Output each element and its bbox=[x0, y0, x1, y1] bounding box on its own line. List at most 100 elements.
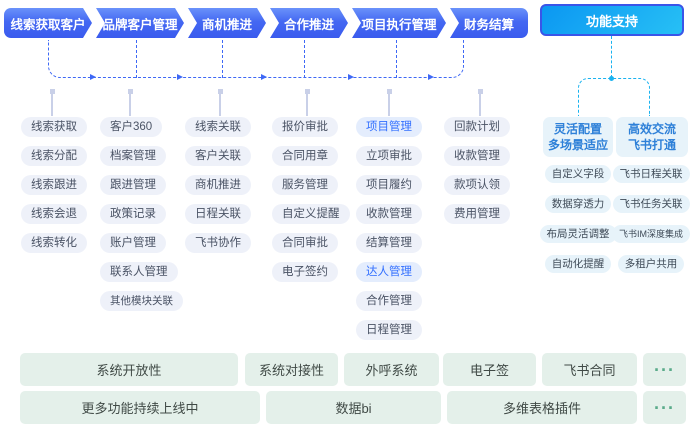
feature-pill[interactable]: 合作管理 bbox=[356, 291, 422, 311]
capability-bar[interactable]: 系统对接性 bbox=[245, 353, 338, 386]
feature-pill[interactable]: 客户360 bbox=[100, 117, 163, 137]
stage-label: 财务结算 bbox=[463, 17, 514, 32]
column-drop-line bbox=[51, 94, 53, 116]
feature-pill[interactable]: 合同审批 bbox=[272, 233, 338, 253]
feature-pill[interactable]: 合同用章 bbox=[272, 146, 338, 166]
column-drop-cap bbox=[387, 89, 392, 94]
feature-pill[interactable]: 日程关联 bbox=[185, 204, 251, 224]
support-bus-line bbox=[578, 78, 650, 116]
support-pill[interactable]: 飞书IM深度集成 bbox=[612, 225, 690, 243]
feature-column-5: 项目管理立项审批项目履约收款管理结算管理达人管理合作管理日程管理 bbox=[356, 117, 422, 340]
feature-pill[interactable]: 跟进管理 bbox=[100, 175, 166, 195]
capability-bar[interactable]: 系统开放性 bbox=[20, 353, 238, 386]
support-button[interactable]: 功能支持 bbox=[540, 4, 684, 36]
feature-column-2: 客户360 档案管理跟进管理政策记录账户管理联系人管理其他模块关联 bbox=[100, 117, 183, 311]
stage-2[interactable]: 品牌客户管理 bbox=[96, 8, 184, 38]
feature-pill[interactable]: 项目履约 bbox=[356, 175, 422, 195]
feature-pill[interactable]: 线索获取 bbox=[21, 117, 87, 137]
feature-pill[interactable]: 达人管理 bbox=[356, 262, 422, 282]
feature-pill[interactable]: 回款计划 bbox=[444, 117, 510, 137]
flow-arrow-icon bbox=[261, 74, 267, 80]
support-group-title-line2: 飞书打通 bbox=[627, 138, 676, 152]
support-pill[interactable]: 自定义字段 bbox=[544, 165, 612, 183]
flow-arrow-icon bbox=[428, 74, 434, 80]
feature-pill[interactable]: 自定义提醒 bbox=[272, 204, 350, 224]
column-drop-line bbox=[219, 94, 221, 116]
capability-bar[interactable]: 更多功能持续上线中 bbox=[20, 391, 260, 424]
feature-pill[interactable]: 线索关联 bbox=[185, 117, 251, 137]
support-pill[interactable]: 布局灵活调整 bbox=[539, 225, 617, 243]
stage-4[interactable]: 合作推进 bbox=[270, 8, 348, 38]
feature-pill[interactable]: 费用管理 bbox=[444, 204, 510, 224]
feature-pill[interactable]: 线索跟进 bbox=[21, 175, 87, 195]
support-group-title-line2: 多场景适应 bbox=[547, 138, 608, 152]
column-drop-cap bbox=[50, 89, 55, 94]
support-pill-column-2: 飞书日程关联飞书任务关联飞书IM深度集成多租户共用 bbox=[612, 165, 690, 273]
support-pill[interactable]: 飞书任务关联 bbox=[612, 195, 690, 213]
feature-pill[interactable]: 立项审批 bbox=[356, 146, 422, 166]
feature-pill[interactable]: 日程管理 bbox=[356, 320, 422, 340]
column-drop-line bbox=[388, 94, 390, 116]
support-junction-dot bbox=[609, 76, 614, 81]
feature-pill[interactable]: 联系人管理 bbox=[100, 262, 178, 282]
stage-3[interactable]: 商机推进 bbox=[188, 8, 266, 38]
column-drop-cap bbox=[128, 89, 133, 94]
stage-label: 线索获取客户 bbox=[10, 17, 86, 32]
feature-pill[interactable]: 商机推进 bbox=[185, 175, 251, 195]
stage-5[interactable]: 项目执行管理 bbox=[352, 8, 446, 38]
feature-pill[interactable]: 线索分配 bbox=[21, 146, 87, 166]
capability-bar[interactable]: 数据bi bbox=[266, 391, 441, 424]
feature-pill[interactable]: 报价审批 bbox=[272, 117, 338, 137]
feature-pill[interactable]: 飞书协作 bbox=[185, 233, 251, 253]
feature-column-4: 报价审批合同用章服务管理自定义提醒合同审批电子签约 bbox=[272, 117, 350, 282]
stage-label: 商机推进 bbox=[201, 17, 252, 32]
feature-pill[interactable]: 其他模块关联 bbox=[100, 291, 183, 311]
capability-bar[interactable]: 多维表格插件 bbox=[447, 391, 637, 424]
support-group-title-2: 高效交流飞书打通 bbox=[616, 117, 688, 157]
support-group-title-line1: 灵活配置 bbox=[553, 122, 602, 136]
support-pill[interactable]: 数据穿透力 bbox=[544, 195, 612, 213]
column-drop-line bbox=[306, 94, 308, 116]
flow-arrow-icon bbox=[177, 74, 183, 80]
support-branch-line bbox=[611, 36, 612, 78]
feature-pill[interactable]: 收款管理 bbox=[444, 146, 510, 166]
support-button-label: 功能支持 bbox=[585, 13, 638, 29]
capability-bar[interactable]: 外呼系统 bbox=[344, 353, 439, 386]
stage-label: 项目执行管理 bbox=[361, 17, 437, 32]
feature-pill[interactable]: 档案管理 bbox=[100, 146, 166, 166]
capability-bar[interactable]: 飞书合同 bbox=[542, 353, 637, 386]
column-drop-cap bbox=[305, 89, 310, 94]
column-drop-line bbox=[129, 94, 131, 116]
support-pill[interactable]: 飞书日程关联 bbox=[612, 165, 690, 183]
support-pill[interactable]: 自动化提醒 bbox=[544, 255, 612, 273]
column-drop-line bbox=[479, 94, 481, 116]
more-ellipsis-icon[interactable]: ··· bbox=[643, 391, 686, 424]
flow-bus-line bbox=[48, 40, 464, 78]
feature-pill[interactable]: 账户管理 bbox=[100, 233, 166, 253]
support-pill[interactable]: 多租户共用 bbox=[617, 255, 685, 273]
feature-pill[interactable]: 电子签约 bbox=[272, 262, 338, 282]
more-ellipsis-icon[interactable]: ··· bbox=[643, 353, 686, 386]
feature-pill[interactable]: 结算管理 bbox=[356, 233, 422, 253]
feature-pill[interactable]: 线索转化 bbox=[21, 233, 87, 253]
feature-pill[interactable]: 项目管理 bbox=[356, 117, 422, 137]
feature-pill[interactable]: 服务管理 bbox=[272, 175, 338, 195]
column-drop-cap bbox=[478, 89, 483, 94]
support-pill-column-1: 自定义字段数据穿透力布局灵活调整自动化提醒 bbox=[539, 165, 617, 273]
flow-branch-line bbox=[304, 40, 305, 78]
feature-pill[interactable]: 线索会退 bbox=[21, 204, 87, 224]
flow-branch-line bbox=[396, 40, 397, 78]
flow-branch-line bbox=[136, 40, 137, 78]
feature-pill[interactable]: 客户关联 bbox=[185, 146, 251, 166]
support-group-title-line1: 高效交流 bbox=[627, 122, 676, 136]
stage-6[interactable]: 财务结算 bbox=[450, 8, 528, 38]
capability-bar[interactable]: 电子签 bbox=[443, 353, 536, 386]
feature-pill[interactable]: 款项认领 bbox=[444, 175, 510, 195]
feature-pill[interactable]: 收款管理 bbox=[356, 204, 422, 224]
flow-arrow-icon bbox=[90, 74, 96, 80]
feature-column-1: 线索获取线索分配线索跟进线索会退线索转化 bbox=[21, 117, 87, 253]
support-group-title-1: 灵活配置多场景适应 bbox=[543, 117, 613, 157]
feature-column-3: 线索关联客户关联商机推进日程关联飞书协作 bbox=[185, 117, 251, 253]
feature-pill[interactable]: 政策记录 bbox=[100, 204, 166, 224]
stage-1[interactable]: 线索获取客户 bbox=[4, 8, 92, 38]
